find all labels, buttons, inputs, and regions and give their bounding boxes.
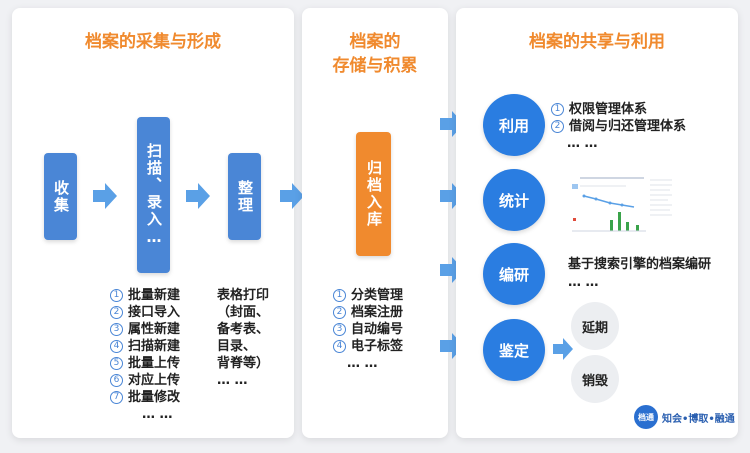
research-more: … …	[568, 275, 599, 290]
scan-box: 扫描、录入…	[137, 117, 170, 273]
stats-label: 统计	[498, 191, 529, 210]
organize-label: 整理	[236, 179, 254, 214]
storage-title-line2: 存储与积累	[332, 56, 418, 76]
organize-box: 整理	[228, 153, 261, 240]
list-more: … …	[567, 136, 598, 151]
destroy-label: 销毁	[581, 373, 608, 389]
use-circle: 利用	[483, 94, 545, 156]
archive-label: 归档入库	[365, 160, 383, 228]
list-more: … …	[347, 356, 378, 371]
stats-chart-thumbnail-icon	[566, 172, 676, 236]
stats-circle: 统计	[483, 169, 545, 231]
list-item: 目录、	[217, 339, 257, 354]
sharing-title: 档案的共享与利用	[529, 32, 665, 52]
brand-slogan: 知会•博取•融通	[662, 413, 735, 425]
list-item: 背脊等）	[217, 356, 270, 371]
list-item: 表格打印	[217, 288, 270, 303]
arrow-right-icon	[553, 338, 573, 360]
collect-label: 收集	[52, 179, 70, 214]
scan-label: 扫描、录入…	[145, 142, 163, 248]
archive-box: 归档入库	[356, 132, 391, 256]
destroy-circle: 销毁	[571, 355, 619, 403]
collect-box: 收集	[44, 153, 77, 240]
list-more: … …	[142, 407, 173, 422]
use-label: 利用	[498, 116, 529, 135]
arrow-right-icon	[93, 183, 117, 209]
research-description: 基于搜索引擎的档案编研	[568, 257, 712, 272]
list-item: 备考表、	[217, 322, 270, 337]
list-item: （封面、	[217, 305, 270, 320]
appraisal-label: 鉴定	[498, 341, 529, 360]
extend-circle: 延期	[571, 302, 619, 350]
research-label: 编研	[498, 265, 529, 284]
extend-label: 延期	[581, 320, 608, 336]
collection-title: 档案的采集与形成	[85, 32, 221, 52]
appraisal-circle: 鉴定	[483, 319, 545, 381]
organize-output-list: 表格打印 （封面、 备考表、 目录、 背脊等） … …	[217, 287, 269, 389]
arrow-right-icon	[280, 183, 304, 209]
brand-footer: 档通 知会•博取•融通	[634, 405, 735, 429]
research-circle: 编研	[483, 243, 545, 305]
list-more: … …	[217, 373, 248, 388]
arrow-right-icon	[186, 183, 210, 209]
brand-logo-icon: 档通	[634, 405, 658, 429]
storage-title-line1: 档案的	[349, 32, 401, 52]
